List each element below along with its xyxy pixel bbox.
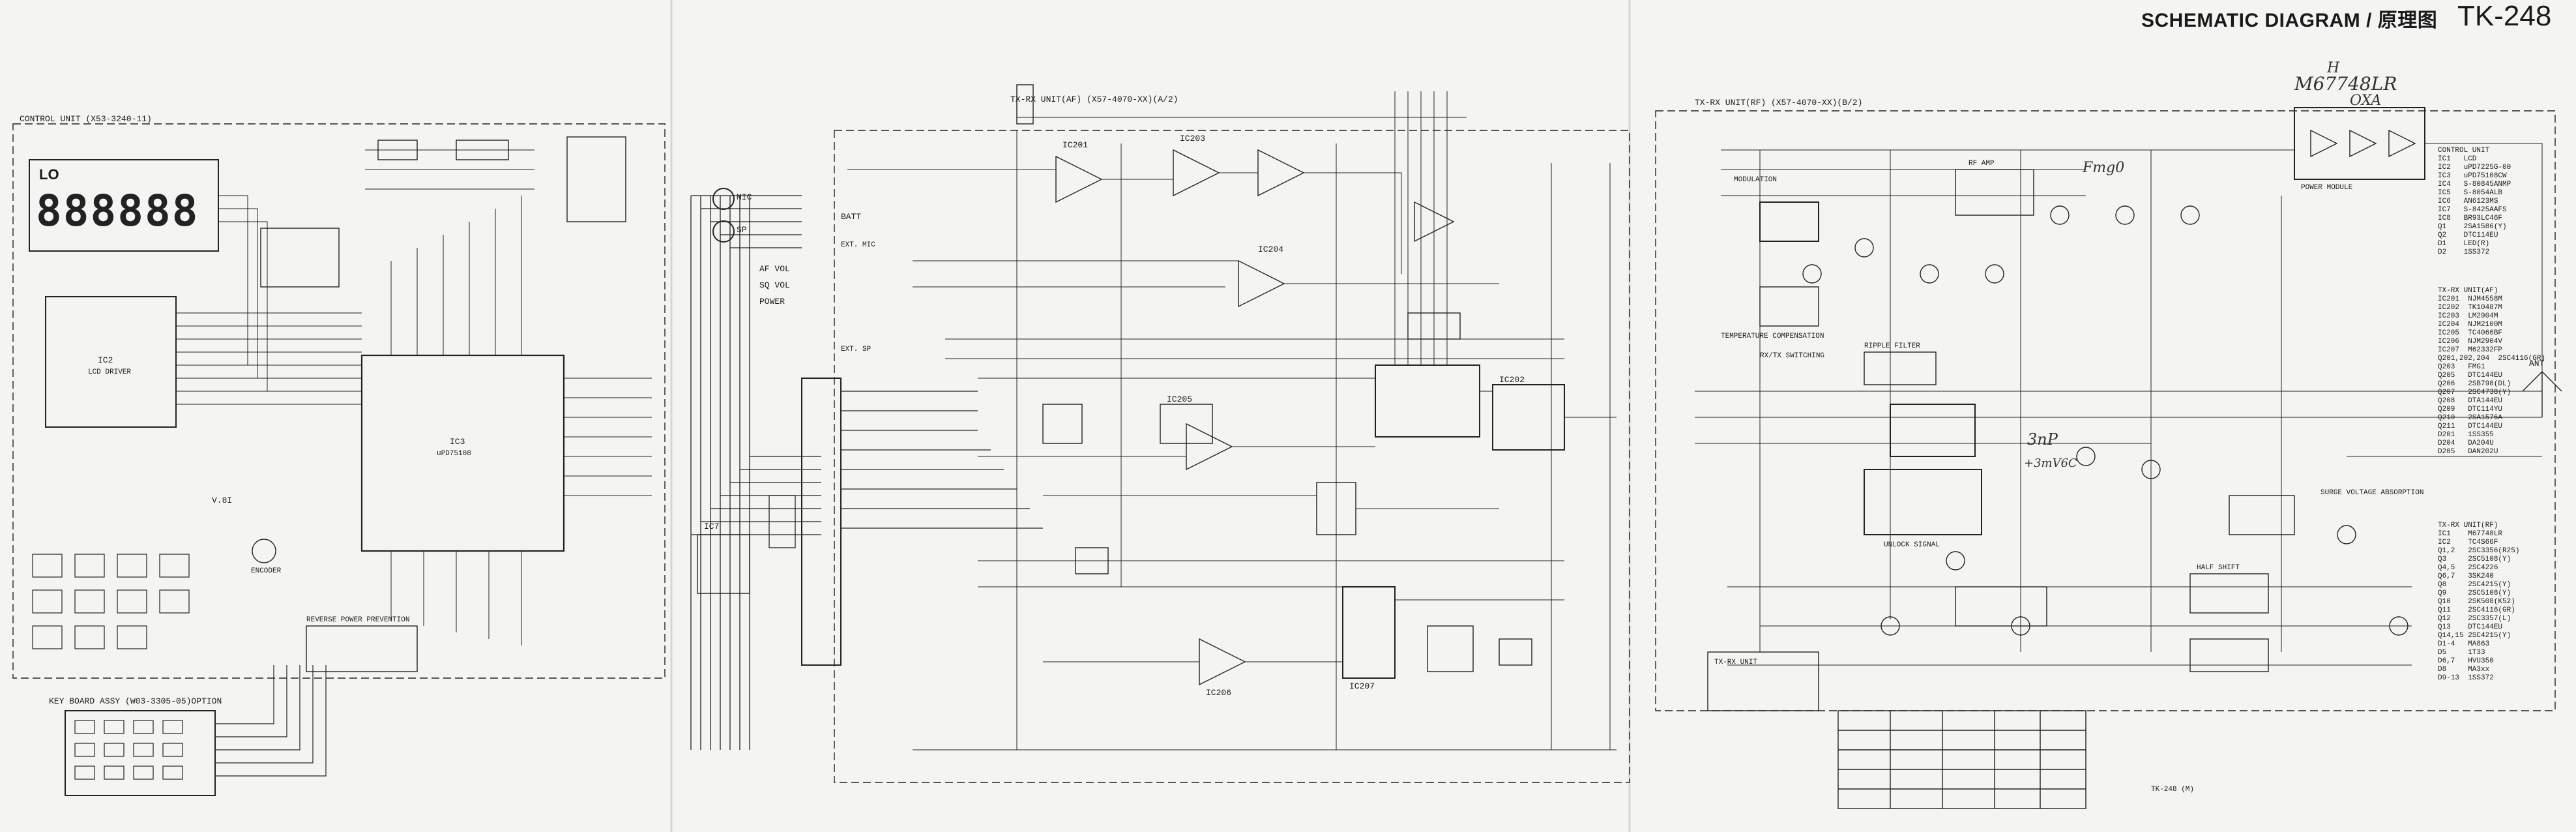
v8i-label: V.8I <box>212 496 233 505</box>
ext-mic-label: EXT. MIC <box>841 241 875 249</box>
sp-label: SP <box>737 225 747 235</box>
batt-label: BATT <box>841 212 862 222</box>
txrx-af-title: TX-RX UNIT(AF) (X57-4070-XX)(A/2) <box>1010 95 1178 104</box>
connector-harness <box>690 188 1043 750</box>
ic204-label: IC204 <box>1258 245 1284 254</box>
mic-label: MIC <box>737 192 752 202</box>
txrx-ic-table-label: TX-RX UNIT <box>1714 659 1758 666</box>
handwritten-part-suffix: OXA <box>2350 93 2382 109</box>
parts-list-control: CONTROL UNIT IC1 LCD IC2 uPD7225G-00 IC3… <box>2438 147 2511 256</box>
ic206-label: IC206 <box>1206 688 1232 698</box>
handwritten-freq-note: Fmg0 <box>2083 160 2125 176</box>
ic203-label: IC203 <box>1180 134 1206 143</box>
temp-comp-label: TEMPERATURE COMPENSATION <box>1721 333 1824 340</box>
lcd-digits: 888888 <box>36 186 199 236</box>
handwritten-cap-note-2: +3mV6C <box>2024 456 2077 470</box>
unlock-signal-label: UNLOCK SIGNAL <box>1884 541 1940 549</box>
surge-label: SURGE VOLTAGE ABSORPTION <box>2320 489 2424 497</box>
modulation-label: MODULATION <box>1734 176 1778 184</box>
lcd-lo-indicator: LO <box>39 166 59 183</box>
control-unit-block <box>12 123 750 796</box>
half-shift-label: HALF SHIFT <box>2197 564 2240 572</box>
ic202-label: IC202 <box>1499 375 1525 385</box>
handwritten-part-h: H <box>2327 60 2340 76</box>
ext-sp-label: EXT. SP <box>841 346 871 353</box>
rxtx-switching-label: RX/TX SWITCHING <box>1760 352 1825 360</box>
encoder-label: ENCODER <box>251 567 282 575</box>
ic207-label: IC207 <box>1349 681 1375 691</box>
txrx-rf-title: TX-RX UNIT(RF) (X57-4070-XX)(B/2) <box>1695 98 1863 108</box>
parts-list-txrx-rf: TX-RX UNIT(RF) IC1 M67748LR IC2 TC4S66F … <box>2438 522 2520 682</box>
txrx-rf-block <box>1655 107 2562 809</box>
power-module-label: POWER MODULE <box>2301 184 2353 192</box>
txrx-af-block <box>834 84 1630 783</box>
ic2-label: IC2 <box>98 355 113 365</box>
stamp-bottom-right: TK-248 (M) <box>2151 786 2195 794</box>
handwritten-part-number: M67748LR <box>2294 73 2397 95</box>
page-title: SCHEMATIC DIAGRAM / 原理图 <box>2141 10 2438 31</box>
antenna-label: ANT <box>2529 359 2545 368</box>
ic3-label: IC3 <box>450 437 465 447</box>
control-unit-title: CONTROL UNIT (X53-3240-11) <box>20 114 152 124</box>
model-number: TK-248 <box>2457 0 2552 32</box>
ripple-filter-label: RIPPLE FILTER <box>1864 342 1920 350</box>
parts-list-txrx-af: TX-RX UNIT(AF) IC201 NJM4558M IC202 TK10… <box>2438 287 2546 456</box>
sq-vol-label: SQ VOL <box>759 280 790 290</box>
handwritten-cap-note: 3nP <box>2027 430 2058 449</box>
ic205-label: IC205 <box>1167 394 1193 404</box>
rf-amp-label: RF AMP <box>1969 160 1995 168</box>
power-label: POWER <box>759 297 785 306</box>
af-vol-label: AF VOL <box>759 264 790 274</box>
ic3-desc: uPD75108 <box>437 450 471 458</box>
ic201-label: IC201 <box>1062 140 1089 150</box>
ic2-desc: LCD DRIVER <box>88 368 132 376</box>
ic7-label: IC7 <box>704 522 720 531</box>
reverse-power-label: REVERSE POWER PREVENTION <box>306 616 410 624</box>
keyboard-title: KEY BOARD ASSY (W03-3305-05)OPTION <box>49 696 222 706</box>
